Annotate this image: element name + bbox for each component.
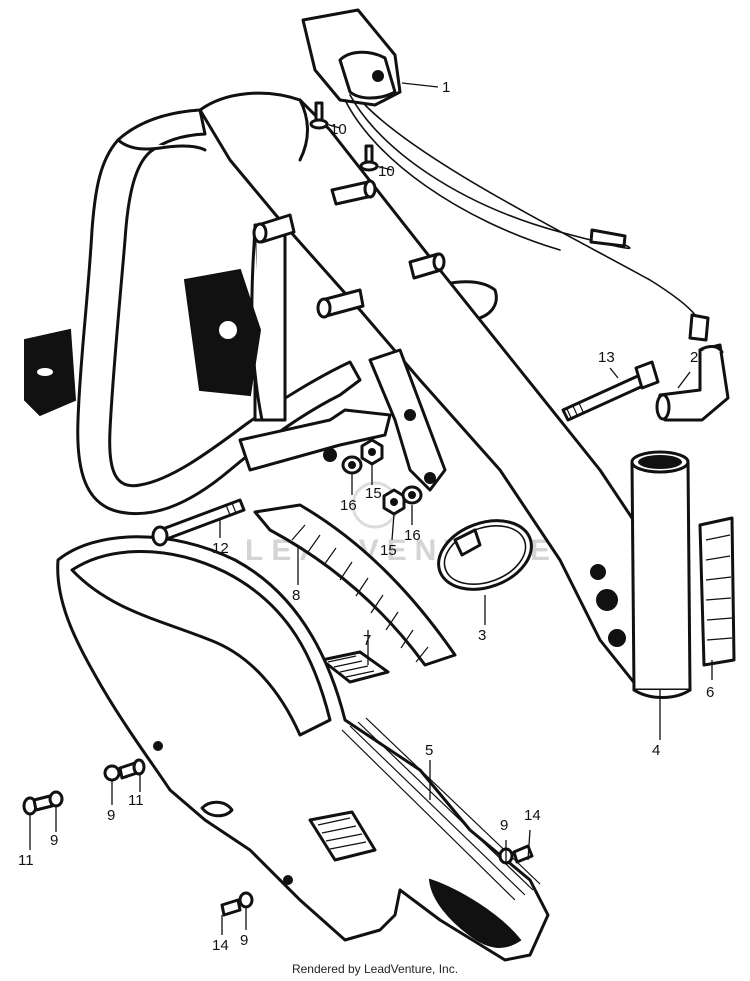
callout-14-bottom: 14 [212,937,229,954]
frame-tube [76,108,362,516]
spark-plug-cap [655,343,730,422]
frame-pins [252,179,446,319]
nut-15-upper [360,438,384,466]
callout-11-left: 11 [18,852,34,869]
callout-16-lower: 16 [404,527,421,544]
footer-credit: Rendered by LeadVenture, Inc. [291,962,459,976]
bolt-10-lower [359,144,379,172]
leader-lines [29,82,713,935]
bolt-14-bottom [220,898,242,917]
bolt-11-mid [118,758,146,780]
callout-9-right: 9 [500,817,508,834]
callout-11-mid: 11 [128,792,144,809]
callout-10-lower: 10 [378,163,395,180]
label-plate [320,650,390,684]
callout-12: 12 [212,540,229,557]
callout-7: 7 [363,632,371,649]
hose-clamp [437,519,533,591]
callout-14-right: 14 [524,807,541,824]
callout-10-upper: 10 [330,121,347,138]
bolt-14-right [512,844,534,864]
washer-16-lower [401,485,423,505]
callout-2: 2 [690,349,698,366]
callout-9-mid: 9 [107,807,115,824]
washer-16-upper [341,455,363,475]
pivot-bolt-13 [561,360,660,422]
washer-9-left [48,790,64,808]
callout-9-bottom: 9 [240,932,248,949]
chain-guard-strip [253,503,457,667]
bolt-12 [151,498,246,547]
callout-labels: 1 2 3 4 5 6 7 8 9 9 9 9 10 10 11 11 11 1… [18,79,714,954]
callout-15-upper: 15 [365,485,382,502]
callout-5: 5 [425,742,433,759]
callout-1: 1 [442,79,450,96]
pivot-tube [630,450,692,699]
callout-13: 13 [598,349,615,366]
callout-6: 6 [706,684,714,701]
callout-8: 8 [292,587,300,604]
callout-9-left: 9 [50,832,58,849]
rear-bracket [238,348,447,492]
nut-15-lower [382,488,406,516]
callout-16-upper: 16 [340,497,357,514]
washer-9-mid [103,764,121,782]
ignition-coil [301,8,710,342]
bolt-11-left [22,794,54,816]
washer-9-bottom [238,891,254,909]
rubber-sleeve [698,516,736,667]
callout-15-lower: 15 [380,542,397,559]
chain-case [56,535,550,962]
callout-3: 3 [478,627,486,644]
callout-4: 4 [652,742,660,759]
